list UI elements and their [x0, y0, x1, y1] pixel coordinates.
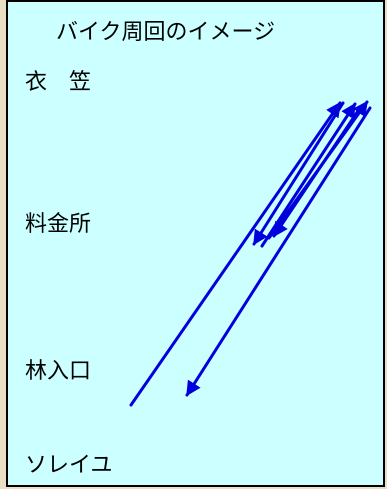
diagram-title: バイク周回のイメージ [56, 20, 276, 45]
route-arrow-up-2 [260, 102, 357, 248]
route-arrow-down-1 [252, 101, 345, 246]
station-label-tollgate: 料金所 [25, 212, 92, 237]
route-arrow-up-1 [129, 101, 342, 407]
station-label-kinugasa: 衣 笠 [25, 70, 92, 95]
route-arrow-up-3 [267, 100, 369, 240]
station-label-soleil: ソレイユ [25, 453, 113, 478]
station-label-forest-entrance: 林入口 [25, 359, 92, 384]
route-arrow-down-3 [185, 106, 372, 397]
diagram-panel [6, 0, 385, 487]
